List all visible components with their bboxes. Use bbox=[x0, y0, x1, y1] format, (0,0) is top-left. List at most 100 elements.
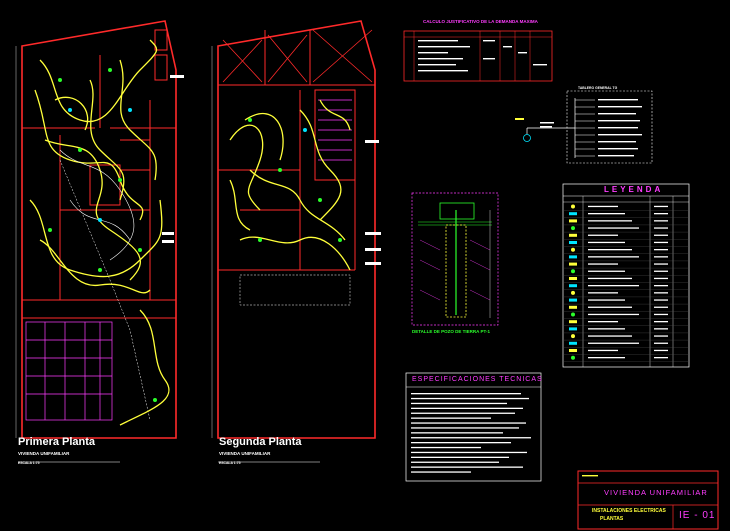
legend-table bbox=[562, 183, 690, 368]
floor2-walls bbox=[218, 30, 375, 271]
spec-line bbox=[411, 402, 507, 405]
legend-rows bbox=[563, 204, 689, 362]
legend-height bbox=[654, 270, 668, 272]
legend-description bbox=[588, 263, 618, 265]
legend-height bbox=[654, 249, 668, 251]
spec-line bbox=[411, 437, 531, 439]
legend-description bbox=[588, 328, 625, 330]
floor1-parking-hatch bbox=[25, 321, 113, 421]
board-title: TABLERO GENERAL TG bbox=[578, 86, 618, 90]
spec-line bbox=[411, 393, 521, 395]
legend-description bbox=[588, 313, 639, 316]
legend-description bbox=[588, 285, 639, 287]
legend-symbol bbox=[569, 305, 577, 309]
legend-height bbox=[654, 205, 668, 208]
spec-line bbox=[411, 427, 519, 429]
legend-description bbox=[588, 292, 618, 294]
floor1-plan bbox=[15, 20, 184, 439]
legend-symbol bbox=[569, 241, 577, 244]
spec-line bbox=[411, 471, 471, 473]
floor1-subtitle: VIVIENDA UNIFAMILIAR bbox=[18, 451, 70, 456]
legend-symbol bbox=[569, 298, 577, 302]
legend-height bbox=[654, 263, 668, 265]
legend-title: LEYENDA bbox=[604, 185, 664, 194]
legend-description bbox=[588, 321, 618, 323]
spec-line bbox=[411, 422, 526, 424]
floor1-circuits bbox=[29, 39, 170, 426]
legend-description bbox=[588, 349, 618, 352]
spec-line bbox=[411, 442, 511, 444]
floor1-walls bbox=[22, 29, 176, 319]
floor2-plan bbox=[211, 20, 381, 439]
legend-description bbox=[588, 205, 618, 208]
spec-line bbox=[411, 466, 523, 468]
max-demand-title: CALCULO JUSTIFICATIVO DE LA DEMANDA MAXI… bbox=[423, 19, 538, 24]
legend-description bbox=[588, 249, 632, 251]
legend-symbol bbox=[571, 269, 575, 274]
legend-symbol bbox=[569, 320, 577, 324]
floor1-title: Primera Planta bbox=[18, 436, 96, 448]
floor2-title: Segunda Planta bbox=[219, 436, 302, 448]
spec-line bbox=[411, 456, 509, 458]
floor2-circuits bbox=[229, 99, 351, 271]
titleblock-desc-2: PLANTAS bbox=[600, 516, 624, 522]
legend-description bbox=[588, 357, 625, 359]
spec-text-lines bbox=[411, 393, 531, 473]
legend-symbol bbox=[569, 262, 577, 266]
legend-height bbox=[654, 306, 668, 308]
legend-height bbox=[654, 213, 668, 215]
legend-height bbox=[654, 328, 668, 330]
legend-description bbox=[588, 335, 632, 337]
legend-height bbox=[654, 234, 668, 236]
legend-symbol bbox=[571, 312, 575, 317]
floor2-void-crosses bbox=[222, 29, 373, 83]
legend-symbol bbox=[569, 341, 577, 345]
legend-height bbox=[654, 285, 668, 287]
floor1-scale: ESCALA 1:75 bbox=[18, 461, 40, 465]
title-block bbox=[577, 470, 719, 530]
legend-symbol bbox=[571, 204, 575, 209]
legend-height bbox=[654, 349, 668, 352]
floor1-perimeter bbox=[21, 20, 177, 439]
spec-line bbox=[411, 432, 503, 434]
legend-height bbox=[654, 220, 668, 222]
legend-description bbox=[588, 270, 625, 272]
legend-symbol bbox=[569, 212, 577, 216]
legend-height bbox=[654, 357, 668, 359]
titleblock-desc-1: INSTALACIONES ELECTRICAS bbox=[592, 508, 666, 514]
floor1-devices bbox=[48, 68, 184, 402]
legend-symbol bbox=[571, 226, 575, 231]
legend-description bbox=[588, 256, 639, 258]
legend-symbol bbox=[569, 277, 577, 280]
spec-line bbox=[411, 397, 529, 400]
specs-box bbox=[405, 372, 542, 482]
spec-line bbox=[411, 407, 523, 409]
spec-line bbox=[411, 461, 499, 463]
legend-height bbox=[654, 256, 668, 258]
legend-height bbox=[654, 321, 668, 323]
ground-well-detail bbox=[411, 192, 499, 326]
sheet-code: IE - 01 bbox=[679, 510, 716, 521]
legend-description bbox=[588, 213, 625, 215]
legend-symbol bbox=[571, 290, 575, 295]
legend-height bbox=[654, 313, 668, 316]
ground-detail-title: DETALLE DE POZO DE TIERRA PT-1 bbox=[412, 329, 491, 334]
legend-symbol bbox=[569, 284, 577, 288]
legend-symbol bbox=[569, 219, 577, 223]
legend-description bbox=[588, 234, 618, 236]
legend-height bbox=[654, 342, 668, 344]
spec-line bbox=[411, 446, 481, 449]
legend-description bbox=[588, 241, 625, 244]
legend-height bbox=[654, 299, 668, 301]
spec-line bbox=[411, 451, 527, 454]
legend-symbol bbox=[571, 247, 575, 252]
legend-description bbox=[588, 220, 632, 222]
legend-symbol bbox=[571, 334, 575, 339]
legend-description bbox=[588, 299, 625, 301]
floor2-stairs bbox=[318, 99, 352, 161]
floor2-devices bbox=[248, 118, 381, 265]
legend-height bbox=[654, 227, 668, 229]
floor2-perimeter bbox=[217, 20, 376, 439]
floor2-subtitle: VIVIENDA UNIFAMILIAR bbox=[219, 451, 271, 456]
